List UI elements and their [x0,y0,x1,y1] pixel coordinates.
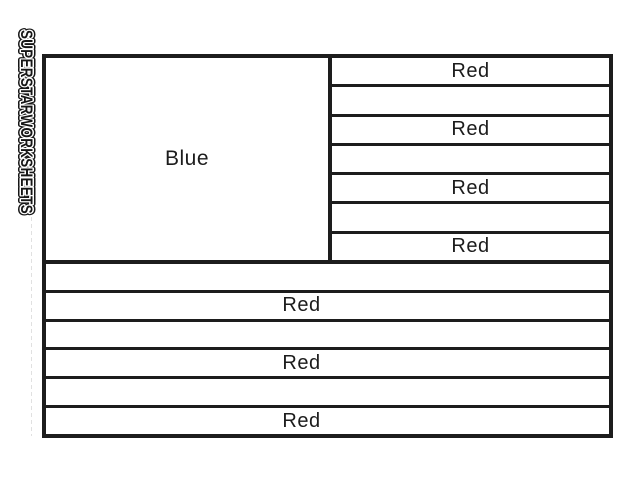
stripe-label: Red [451,59,490,82]
flag-stripe-11: Red [46,347,609,376]
flag-stripe-13: Red [46,405,609,434]
flag-stripe-7: Red [332,230,609,260]
stripe-label: Red [282,409,321,432]
stripe-label: Red [451,176,490,199]
stripe-label: Red [451,118,490,141]
flag-stripe-8 [46,264,609,290]
canton-side-stripes: Red Red Red Red [332,58,609,260]
brand-watermark: SUPERSTARWORKSHEETS SUPERSTARWORKSHEETS [14,27,39,217]
brand-watermark-outline: SUPERSTARWORKSHEETS [17,30,36,214]
flag-stripe-3: Red [332,113,609,143]
stripe-label: Red [282,294,321,317]
flag-stripe-12 [46,376,609,405]
flag-stripe-6 [332,201,609,230]
flag-bottom-section: Red Red Red [46,264,609,434]
flag-canton: Blue [46,58,332,260]
scan-artifact-line [31,56,32,436]
flag-stripe-4 [332,142,609,172]
canton-label: Blue [164,147,210,170]
flag-top-section: Blue Red Red Red [46,58,609,264]
brand-watermark-text: SUPERSTARWORKSHEETS [17,30,36,214]
stripe-label: Red [451,235,490,258]
flag-stripe-2 [332,84,609,113]
flag-outline: Blue Red Red Red [42,54,613,438]
flag-stripe-1: Red [332,58,609,84]
flag-stripe-5: Red [332,172,609,201]
flag-stripe-10 [46,318,609,348]
stripe-label: Red [282,351,321,374]
flag-stripe-9: Red [46,289,609,319]
